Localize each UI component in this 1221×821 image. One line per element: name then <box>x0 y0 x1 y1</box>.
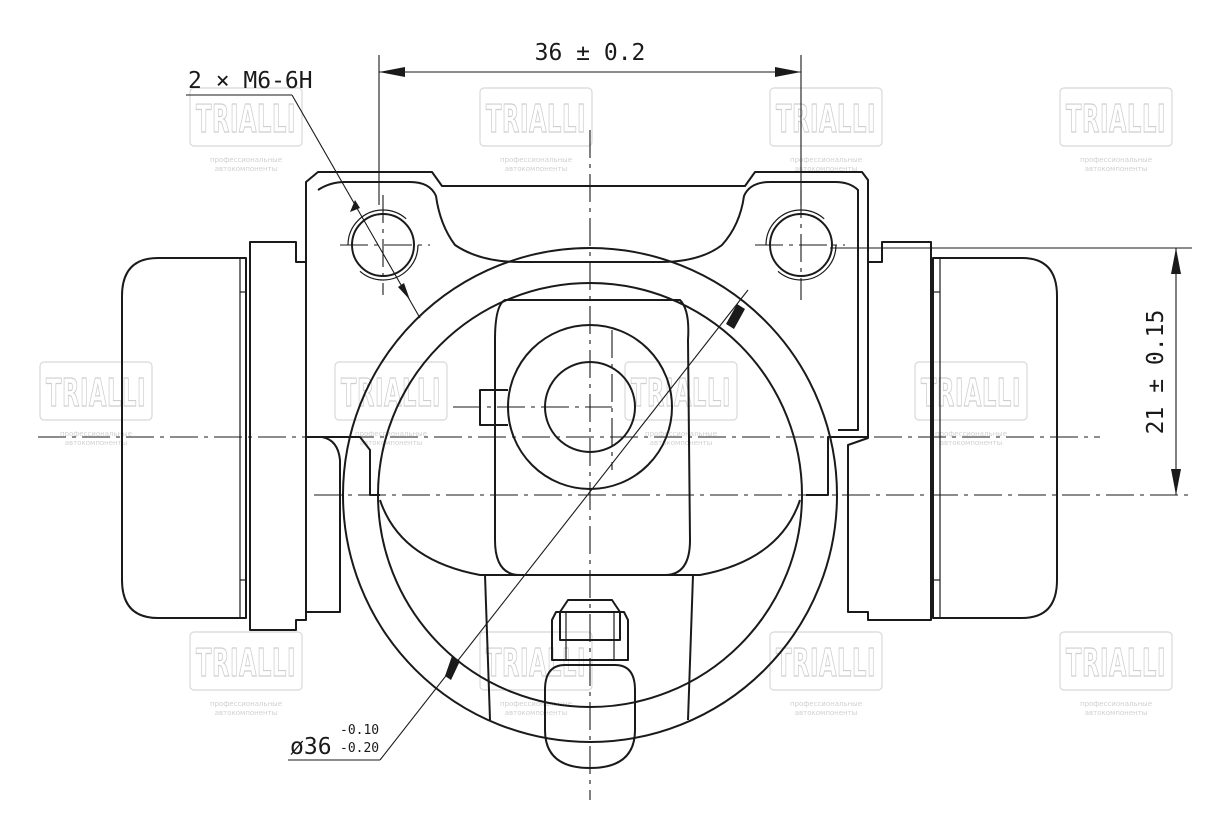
svg-text:TRIALLI: TRIALLI <box>196 641 296 685</box>
svg-text:автокомпоненты: автокомпоненты <box>505 709 568 717</box>
svg-text:TRIALLI: TRIALLI <box>341 371 441 415</box>
cylinder-bore <box>342 247 838 743</box>
dimension-bore: ø36 -0.10 -0.20 <box>288 289 749 761</box>
svg-text:автокомпоненты: автокомпоненты <box>360 439 423 447</box>
hole-spacing-label: 36 ± 0.2 <box>535 40 646 66</box>
left-piston-cap <box>121 241 307 631</box>
svg-text:автокомпоненты: автокомпоненты <box>1085 709 1148 717</box>
svg-text:автокомпоненты: автокомпоненты <box>65 439 128 447</box>
svg-text:TRIALLI: TRIALLI <box>776 641 876 685</box>
mounting-hole-left <box>347 209 419 281</box>
svg-text:TRIALLI: TRIALLI <box>631 371 731 415</box>
svg-text:TRIALLI: TRIALLI <box>1066 641 1166 685</box>
svg-text:профессиональные: профессиональные <box>1080 156 1152 164</box>
bore-diameter-label: ø36 <box>290 734 332 760</box>
dimension-height: 21 ± 0.15 <box>830 247 1192 495</box>
bore-lower-tolerance: -0.20 <box>340 741 379 756</box>
svg-text:профессиональные: профессиональные <box>210 156 282 164</box>
svg-text:автокомпоненты: автокомпоненты <box>650 439 713 447</box>
body-housing <box>305 171 869 496</box>
svg-text:профессиональные: профессиональные <box>1080 700 1152 708</box>
svg-text:TRIALLI: TRIALLI <box>486 97 586 141</box>
watermark-layer: TRIALLIпрофессиональныеавтокомпонентыTRI… <box>39 87 1173 717</box>
svg-text:профессиональные: профессиональные <box>790 700 862 708</box>
svg-text:профессиональные: профессиональные <box>500 156 572 164</box>
left-body-lower <box>306 436 341 613</box>
svg-text:профессиональные: профессиональные <box>645 430 717 438</box>
svg-text:профессиональные: профессиональные <box>60 430 132 438</box>
dimension-hole-spacing: 36 ± 0.2 <box>378 40 802 205</box>
svg-text:автокомпоненты: автокомпоненты <box>1085 165 1148 173</box>
svg-text:автокомпоненты: автокомпоненты <box>795 165 858 173</box>
bleeder-screw <box>484 574 694 769</box>
centerlines <box>38 130 1190 800</box>
bore-upper-tolerance: -0.10 <box>340 723 379 738</box>
height-label: 21 ± 0.15 <box>1143 310 1169 435</box>
dimension-thread: 2 × M6-6H <box>186 68 421 319</box>
inner-boss <box>379 299 801 576</box>
svg-text:профессиональные: профессиональные <box>790 156 862 164</box>
svg-text:автокомпоненты: автокомпоненты <box>940 439 1003 447</box>
svg-text:профессиональные: профессиональные <box>500 700 572 708</box>
svg-text:TRIALLI: TRIALLI <box>921 371 1021 415</box>
svg-text:автокомпоненты: автокомпоненты <box>215 709 278 717</box>
svg-text:TRIALLI: TRIALLI <box>776 97 876 141</box>
svg-text:автокомпоненты: автокомпоненты <box>215 165 278 173</box>
svg-text:TRIALLI: TRIALLI <box>486 641 586 685</box>
mounting-hole-right <box>765 209 837 281</box>
svg-text:TRIALLI: TRIALLI <box>46 371 146 415</box>
svg-text:автокомпоненты: автокомпоненты <box>505 165 568 173</box>
right-piston-cap <box>847 241 1058 621</box>
svg-text:профессиональные: профессиональные <box>935 430 1007 438</box>
thread-label: 2 × M6-6H <box>188 68 313 94</box>
svg-text:профессиональные: профессиональные <box>210 700 282 708</box>
svg-text:TRIALLI: TRIALLI <box>196 97 296 141</box>
svg-text:TRIALLI: TRIALLI <box>1066 97 1166 141</box>
svg-text:автокомпоненты: автокомпоненты <box>795 709 858 717</box>
svg-text:профессиональные: профессиональные <box>355 430 427 438</box>
